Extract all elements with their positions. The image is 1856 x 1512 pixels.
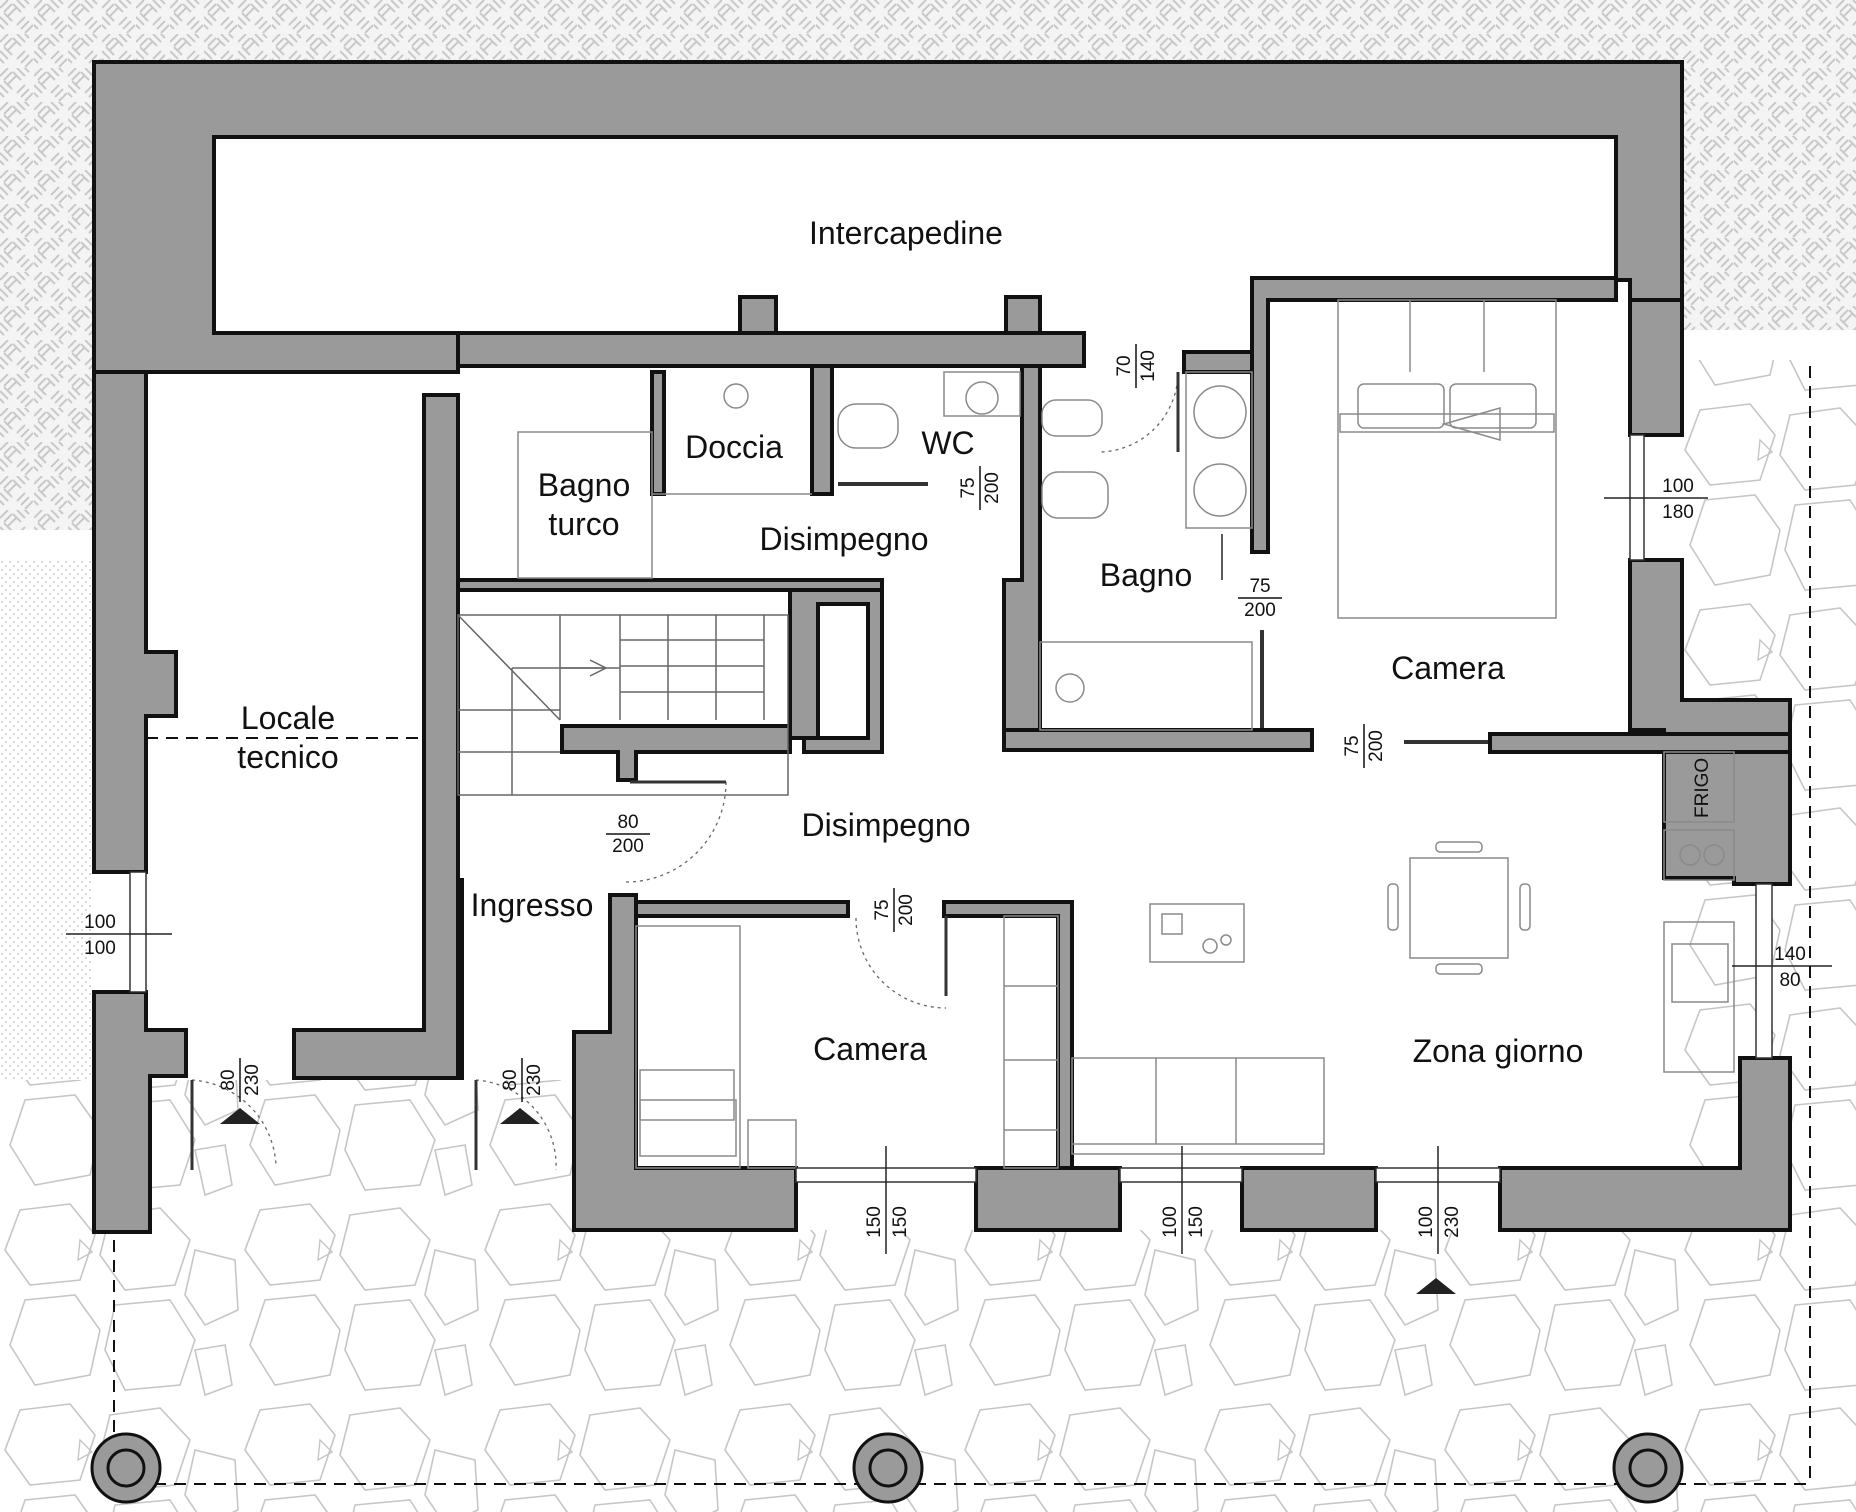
- locale-east-wall: [292, 393, 460, 1080]
- room-label-wc: WC: [921, 425, 974, 461]
- dim-window-camera-s: 150 150: [864, 1206, 911, 1238]
- dim-window-cucina-h: 80: [1779, 970, 1800, 991]
- dim-window-giorno-s1: 100 150: [1160, 1206, 1207, 1238]
- dim-window-giorno-s1-w: 100: [1160, 1206, 1181, 1238]
- dim-door-ingresso-ext-w: 80: [500, 1069, 521, 1090]
- dim-door-bagno: 75 200: [1238, 576, 1282, 621]
- room-label-locale-1: Locale: [241, 700, 335, 736]
- dim-door-bagno-top-w: 70: [1114, 355, 1135, 376]
- room-label-disimpegno-center: Disimpegno: [802, 807, 971, 843]
- dim-window-giorno-s2: 100 230: [1416, 1206, 1463, 1238]
- dim-window-giorno-s2-w: 100: [1416, 1206, 1437, 1238]
- room-label-intercapedine: Intercapedine: [809, 215, 1003, 251]
- dim-door-camera-sw: 75 200: [872, 888, 917, 932]
- west-wall: [92, 370, 178, 874]
- dim-door-wc: 75 200: [958, 466, 1003, 510]
- dim-door-ingresso-h: 200: [612, 836, 644, 857]
- dim-door-camera-ne: 75 200: [1342, 724, 1387, 768]
- room-label-bagno-turco-1: Bagno: [538, 467, 631, 503]
- dim-door-bagno-h: 200: [1244, 600, 1276, 621]
- dim-window-locale-h: 100: [84, 938, 116, 959]
- dim-window-camera-e-h: 180: [1662, 502, 1694, 523]
- dim-door-ingresso-ext: 80 230: [500, 1058, 545, 1102]
- opening-dimensions: 70 140 75 200 100 180 75 200 75 200 80 2…: [84, 344, 1806, 1238]
- room-label-ingresso: Ingresso: [471, 887, 594, 923]
- dim-door-locale-ext-h: 230: [242, 1064, 263, 1096]
- room-label-camera-ne: Camera: [1391, 650, 1505, 686]
- wc-partition: [810, 364, 834, 496]
- column-3: [1612, 1432, 1684, 1504]
- camera-wc-wall: [1182, 350, 1254, 374]
- room-labels: Intercapedine Locale tecnico Bagno turco…: [237, 215, 1713, 1069]
- dim-door-wc-h: 200: [982, 472, 1003, 504]
- dim-door-camera-sw-w: 75: [872, 899, 893, 920]
- doccia-west-partition: [650, 370, 666, 496]
- dim-door-camera-sw-h: 200: [896, 894, 917, 926]
- gravel-left: [0, 560, 92, 1080]
- walls: [92, 60, 1792, 1234]
- entry-markers: [220, 1108, 1456, 1294]
- room-label-bagno-turco-2: turco: [548, 506, 619, 542]
- staircase: [457, 614, 789, 796]
- dim-window-giorno-s1-h: 150: [1186, 1206, 1207, 1238]
- ground-hatch-left: [0, 330, 96, 530]
- room-label-bagno: Bagno: [1100, 557, 1193, 593]
- south-wall-c: [1498, 1056, 1792, 1232]
- dim-door-bagno-top-h: 140: [1138, 350, 1159, 382]
- pillar-1: [738, 295, 778, 335]
- dim-window-cucina-w: 140: [1774, 944, 1806, 965]
- room-label-camera-sw: Camera: [813, 1031, 927, 1067]
- fixtures: [517, 299, 1735, 1169]
- dim-window-camera-s-w: 150: [864, 1206, 885, 1238]
- column-1: [90, 1432, 162, 1504]
- stair-block: [788, 588, 884, 754]
- stair-south-wall: [560, 724, 792, 782]
- columns: [90, 1432, 1684, 1504]
- entry-triangle-ingresso: [500, 1108, 540, 1124]
- dim-window-camera-e: 100 180: [1662, 476, 1694, 523]
- pillar-2: [1004, 295, 1042, 335]
- dim-door-camera-ne-h: 200: [1366, 730, 1387, 762]
- bagno-south-wall: [1002, 728, 1314, 752]
- dim-window-locale-w: 100: [84, 912, 116, 933]
- dim-window-locale: 100 100: [84, 912, 116, 959]
- camera-sw-north-wall: [634, 900, 850, 918]
- dim-door-ingresso-ext-h: 230: [524, 1064, 545, 1096]
- room-label-disimpegno-top: Disimpegno: [760, 521, 929, 557]
- dim-door-locale-ext: 80 230: [218, 1058, 263, 1102]
- west-wall-lower: [92, 990, 188, 1234]
- room-label-doccia: Doccia: [685, 429, 783, 465]
- entry-triangle-locale: [220, 1108, 260, 1124]
- room-label-locale-2: tecnico: [237, 739, 338, 775]
- camera-south-wall: [1488, 732, 1792, 754]
- interior-north-partition: [456, 331, 1086, 368]
- south-wall-b: [1240, 1166, 1378, 1232]
- frigo-label: FRIGO: [1692, 758, 1713, 818]
- door-swings: [190, 371, 1488, 1171]
- dim-window-camera-s-h: 150: [890, 1206, 911, 1238]
- dim-door-locale-ext-w: 80: [218, 1069, 239, 1090]
- dimension-lines: [66, 497, 1832, 1254]
- dim-door-bagno-top: 70 140: [1114, 344, 1159, 388]
- column-2: [852, 1432, 924, 1504]
- dim-door-ingresso-w: 80: [617, 812, 638, 833]
- south-wall-a: [974, 1166, 1122, 1232]
- dim-window-cucina: 140 80: [1774, 944, 1806, 991]
- east-wall-top: [1628, 298, 1684, 437]
- camera-north-wall: [1250, 276, 1618, 554]
- east-wall-kitchen: [1662, 750, 1792, 886]
- dim-window-camera-e-w: 100: [1662, 476, 1694, 497]
- room-label-zona-giorno: Zona giorno: [1413, 1033, 1584, 1069]
- dim-door-wc-w: 75: [958, 477, 979, 498]
- ingresso-west-wall: [456, 878, 464, 1080]
- front-porch-paving: [96, 1080, 576, 1230]
- dim-window-giorno-s2-h: 230: [1442, 1206, 1463, 1238]
- dim-door-camera-ne-w: 75: [1342, 735, 1363, 756]
- dim-door-ingresso: 80 200: [606, 812, 650, 857]
- entry-triangle-south: [1416, 1278, 1456, 1294]
- dim-door-bagno-w: 75: [1249, 576, 1270, 597]
